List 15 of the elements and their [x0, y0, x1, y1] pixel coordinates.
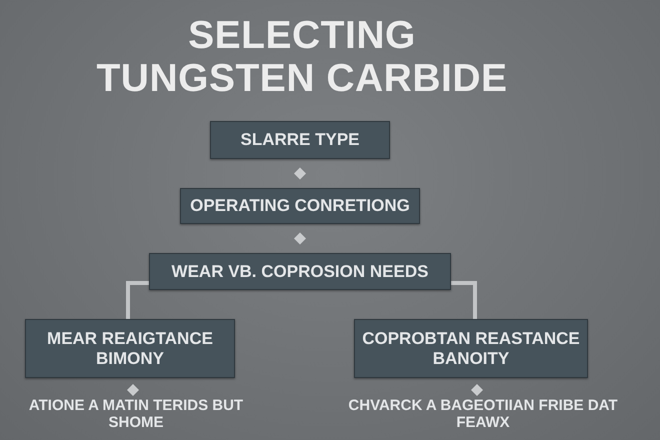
box-label: OPERATING CONRETIONG [190, 196, 410, 216]
bracket-connector [451, 281, 477, 319]
box-label: WEAR VB. COPROSION NEEDS [172, 262, 428, 282]
process-box [210, 121, 390, 159]
process-box [180, 188, 420, 224]
bracket-connector [126, 281, 149, 319]
process-box [354, 319, 588, 378]
box-label: MEAR REAIGTANCE BIMONY [46, 328, 214, 368]
process-box [149, 253, 451, 290]
step-note: CHVARCK A BAGEOTIIAN FRIBE DAT FEAWX [347, 397, 619, 431]
box-label: SLARRE TYPE [240, 130, 360, 150]
title: SELECTING TUNGSTEN CARBIDE [95, 14, 508, 100]
process-box [25, 319, 235, 378]
box-label: COPROBTAN REASTANCE BANOITY [361, 328, 581, 368]
step-note: ATIONE A MATIN TERIDS BUT SHOME [28, 397, 244, 431]
